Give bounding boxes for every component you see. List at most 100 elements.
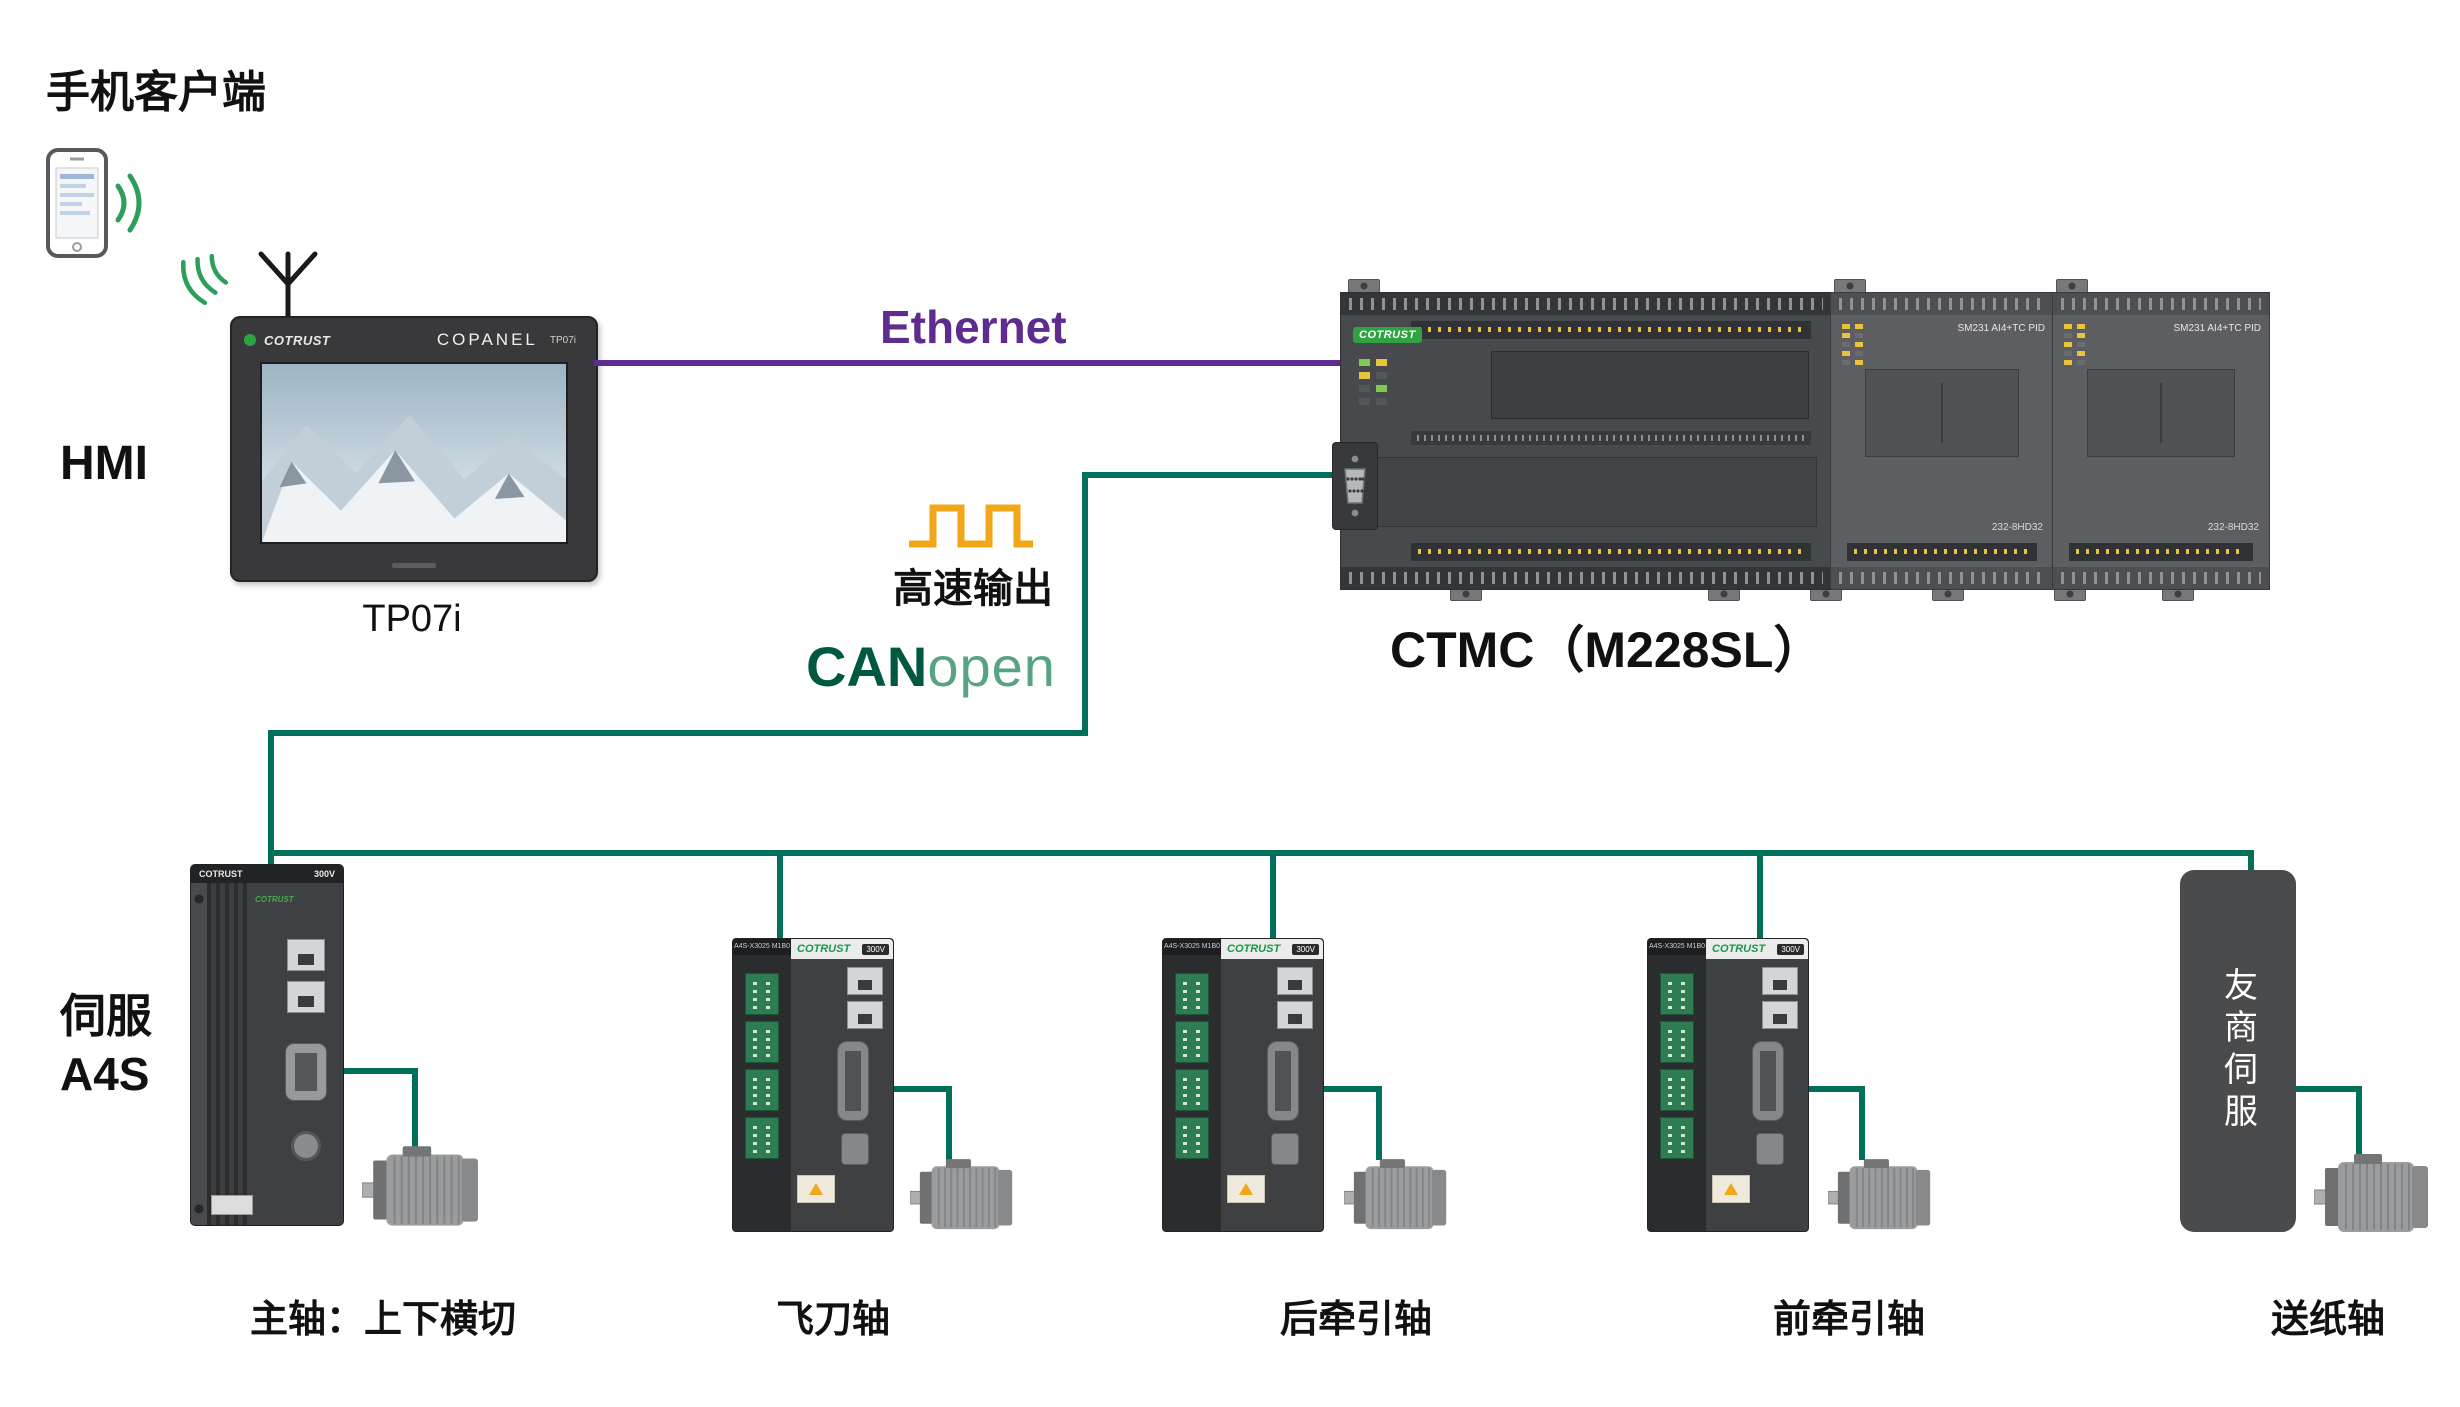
servo-family-label: 伺服 A4S (60, 988, 152, 1103)
hmi-bottom-button (392, 563, 436, 568)
terminal-block (745, 1069, 779, 1111)
axis-label-front-traction: 前牵引轴 (1772, 1299, 1926, 1341)
ethernet-label: Ethernet (880, 301, 1067, 353)
wireless-signal-icon (181, 253, 229, 306)
can-line-to-servo1 (268, 730, 274, 868)
can-drop-servo2 (777, 850, 783, 942)
heatsink-fins (207, 883, 247, 1225)
terminal-block (1175, 1021, 1209, 1063)
motor-cable-2 (946, 1086, 952, 1160)
servo-model-text: A4S-X3025 M1B0 (733, 939, 791, 955)
mobile-client-label: 手机客户端 (46, 68, 266, 117)
canopen-logo: CANopen (806, 634, 1056, 699)
servo-motor (1344, 1158, 1448, 1230)
terminal-strip (2053, 293, 2269, 315)
servo-header: COTRUST 300V (791, 939, 893, 959)
mounting-flange (191, 883, 207, 1225)
mountain-wallpaper (262, 364, 566, 542)
motor-cable-3 (1318, 1086, 1382, 1092)
can-line-plc (1082, 472, 1342, 478)
terminal-block (1660, 1021, 1694, 1063)
motor-cable-1 (412, 1068, 418, 1148)
expansion-model-text: SM231 AI4+TC PID (2173, 323, 2261, 334)
expansion-led-block (1842, 324, 1863, 365)
encoder-connector (285, 1043, 327, 1101)
can-port (287, 981, 325, 1013)
terminal-strip (1831, 293, 2053, 315)
plc-caption: CTMC（M228SL） (1390, 622, 1824, 678)
servo-header: COTRUST 300V (191, 865, 343, 883)
servo-voltage-text: 300V (1292, 943, 1319, 955)
servo-front-panel: COTRUST 300V (1706, 939, 1808, 1231)
servo-front-panel: COTRUST 300V (1221, 939, 1323, 1231)
mounting-tab (1834, 279, 1866, 293)
motor-cable-1 (338, 1068, 418, 1074)
io-led-row (1411, 321, 1811, 339)
cotrust-logo-badge: COTRUST (1353, 327, 1422, 343)
servo-brand-text: COTRUST (1227, 943, 1281, 955)
can-port (1277, 967, 1313, 995)
servo-terminal-column: A4S-X3025 M1B0 (733, 939, 791, 1231)
servo-family-line1: 伺服 (60, 990, 152, 1042)
hmi-model-text: TP07i (549, 334, 576, 346)
can-drop-servo4 (1757, 850, 1763, 942)
can-port (847, 967, 883, 995)
servo-voltage-text: 300V (1777, 943, 1804, 955)
encoder-connector (1752, 1041, 1784, 1121)
hmi-brand-text: COTRUST (264, 332, 331, 348)
encoder-connector (1267, 1041, 1299, 1121)
io-led-row (1847, 543, 2037, 561)
servo-motor (910, 1158, 1014, 1230)
io-label-row (1411, 431, 1811, 445)
mounting-tab (2056, 279, 2088, 293)
cotrust-logo-icon (244, 334, 256, 346)
terminal-block (1660, 1117, 1694, 1159)
hmi-top-bar: COTRUST COPANEL TP07i (244, 324, 584, 356)
servo-motor (2314, 1153, 2429, 1233)
pulse-waveform-icon (909, 504, 1033, 548)
io-connector (1271, 1133, 1299, 1165)
axis-label-rear-traction: 后牵引轴 (1279, 1299, 1433, 1341)
servo-brand-text: COTRUST (199, 869, 243, 879)
canopen-logo-open: open (927, 635, 1056, 698)
expansion-cover-door (1865, 369, 2019, 457)
can-drop-servo3 (1270, 850, 1276, 942)
terminal-strip (1831, 567, 2053, 589)
motor-cable-5 (2356, 1086, 2362, 1154)
terminal-strip (2053, 567, 2269, 589)
servo-drive-rear-traction: A4S-X3025 M1B0 COTRUST 300V (1162, 938, 1324, 1232)
mounting-tab (1708, 587, 1740, 601)
servo-family-line2: A4S (60, 1047, 150, 1100)
io-connector (841, 1133, 869, 1165)
servo-front-panel: COTRUST 300V (791, 939, 893, 1231)
axis-label-paper-feed: 送纸轴 (2270, 1299, 2386, 1341)
servo-drive-front-traction: A4S-X3025 M1B0 COTRUST 300V (1647, 938, 1809, 1232)
hmi-device: COTRUST COPANEL TP07i (230, 316, 598, 582)
servo-header: COTRUST 300V (1706, 939, 1808, 959)
expansion-cover-door (2087, 369, 2235, 457)
can-drop-friend-servo (2248, 850, 2254, 876)
encoder-connector (837, 1041, 869, 1121)
can-port (1277, 1001, 1313, 1029)
mounting-tab (1932, 587, 1964, 601)
canopen-logo-can: CAN (806, 635, 928, 698)
servo-drive-flying-cutter: A4S-X3025 M1B0 COTRUST 300V (732, 938, 894, 1232)
motor-cable-5 (2292, 1086, 2362, 1092)
warning-label (797, 1175, 835, 1203)
cpu-lower-panel (1357, 457, 1817, 527)
servo-voltage-text: 300V (862, 943, 889, 955)
rating-label (211, 1195, 253, 1215)
can-port (287, 939, 325, 971)
can-port (847, 1001, 883, 1029)
terminal-block (1660, 1069, 1694, 1111)
expansion-led-block (2064, 324, 2085, 365)
servo-motor (362, 1145, 479, 1227)
high-speed-output-label: 高速输出 (893, 567, 1053, 611)
axis-label-main-spindle: 主轴：上下横切 (249, 1299, 517, 1341)
ethernet-link-line (594, 360, 1342, 366)
warning-label (1712, 1175, 1750, 1203)
hmi-screen (260, 362, 568, 544)
plc-cpu-module: COTRUST (1340, 292, 1832, 590)
servo-model-text: A4S-X3025 M1B0 (1648, 939, 1706, 955)
